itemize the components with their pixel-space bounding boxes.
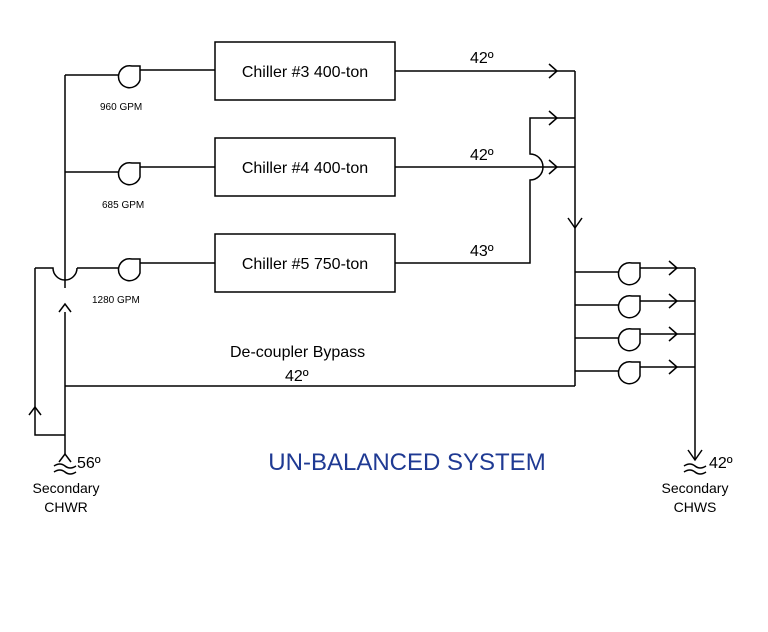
riser-up-arrow xyxy=(58,302,72,313)
return-inlet-arrow xyxy=(58,452,72,463)
bypass-return-loop xyxy=(34,268,65,436)
supply-label-line1: Secondary xyxy=(662,480,729,496)
return-label-line2: CHWR xyxy=(44,499,88,515)
bypass-label: De-coupler Bypass xyxy=(230,344,365,361)
pump-icon xyxy=(117,64,215,89)
chiller5-supply-temp: 43º xyxy=(470,243,494,260)
secondary-pump-icon xyxy=(575,326,695,352)
secondary-pump-icon xyxy=(575,359,695,385)
secondary-pump-icon xyxy=(575,260,695,286)
return-break-icon xyxy=(53,463,77,475)
chiller3-outlet-arrow xyxy=(548,63,559,79)
chiller5-label: Chiller #5 750-ton xyxy=(242,256,368,273)
chiller4-flow: 685 GPM xyxy=(102,200,144,211)
diagram-title: UN-BALANCED SYSTEM xyxy=(268,449,545,476)
chiller3-label: Chiller #3 400-ton xyxy=(242,64,368,81)
supply-label-line2: CHWS xyxy=(674,499,717,515)
chiller5-outlet-arrow xyxy=(548,110,559,126)
pump-icon xyxy=(117,161,215,186)
riser-crossover xyxy=(35,267,78,281)
return-label-line1: Secondary xyxy=(33,480,100,496)
chiller3-flow: 960 GPM xyxy=(100,102,142,113)
return-temp: 56º xyxy=(77,455,101,472)
bypass-temp: 42º xyxy=(285,368,309,385)
loop-up-arrow xyxy=(28,405,42,416)
pump-icon xyxy=(117,257,215,282)
chiller3-box xyxy=(214,41,396,101)
supply-temp: 42º xyxy=(709,455,733,472)
chiller4-supply-temp: 42º xyxy=(470,147,494,164)
secondary-pump-icon xyxy=(575,293,695,319)
chiller4-outlet-arrow xyxy=(548,159,559,175)
supply-header-arrow xyxy=(567,217,583,230)
chiller5-flow: 1280 GPM xyxy=(92,295,140,306)
chiller5-outlet xyxy=(395,117,575,264)
chiller3-supply-temp: 42º xyxy=(470,50,494,67)
supply-break-icon xyxy=(683,463,707,475)
supply-riser-arrow xyxy=(687,449,703,462)
chiller4-label: Chiller #4 400-ton xyxy=(242,160,368,177)
